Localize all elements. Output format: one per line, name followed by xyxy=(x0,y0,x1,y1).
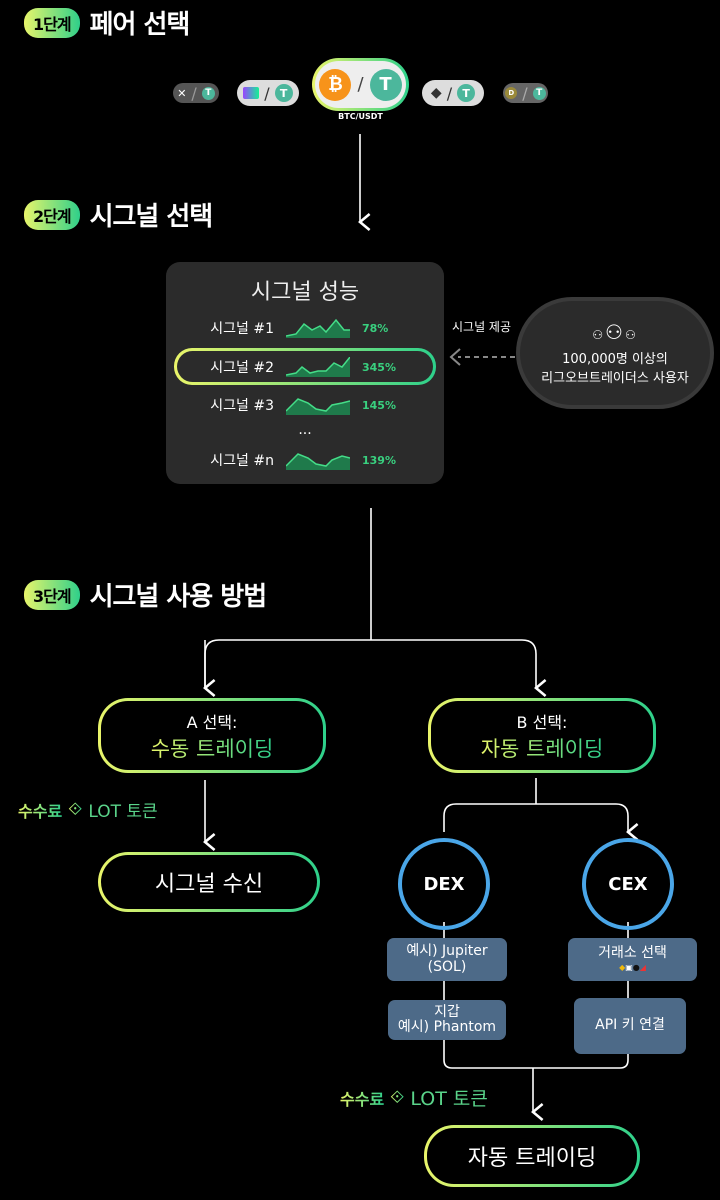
ellipsis: ... xyxy=(298,422,312,438)
pair-btc-usdt-selected[interactable]: ₿/T xyxy=(312,58,409,111)
sparkline xyxy=(286,318,350,338)
users-bubble: ⚇⚇⚇ 100,000명 이상의 리그오브트레이더스 사용자 xyxy=(516,297,714,409)
fee-label: 수수료 xyxy=(18,798,62,822)
step-title: 페어 선택 xyxy=(89,10,191,40)
fee-note-auto: 수수료 ⟐ LOT 토큰 xyxy=(340,1084,488,1111)
exchange-select-box: 거래소 선택 ◆▣●◢ xyxy=(568,938,697,981)
users-count: 100,000명 이상의 xyxy=(562,352,668,367)
signal-label: 시그널 #1 xyxy=(210,321,274,337)
option-label: A 선택: xyxy=(186,712,238,732)
users-icon: ⚇⚇⚇ xyxy=(592,320,638,344)
pair-sol-usdt[interactable]: /T xyxy=(237,80,299,106)
pair-doge-usdt[interactable]: D/T xyxy=(503,83,548,103)
dex-example: 예시) Jupiter xyxy=(406,943,488,960)
step-badge: 3단계 xyxy=(24,579,80,610)
cex-label: CEX xyxy=(608,873,648,895)
signal-performance-panel: 시그널 성능 시그널 #1 78% 시그널 #2 345% 시그널 #3 145% .… xyxy=(166,262,444,484)
step-badge: 2단계 xyxy=(24,199,80,230)
pair-label: BTC/USDT xyxy=(338,112,383,121)
sparkline xyxy=(286,453,350,470)
cex-circle: CEX xyxy=(582,838,674,930)
dex-example-box: 예시) Jupiter(SOL) xyxy=(387,938,507,981)
fee-token: LOT 토큰 xyxy=(88,802,158,822)
option-title: 자동 트레이딩 xyxy=(481,733,604,763)
lot-token-icon: ⟐ xyxy=(68,799,83,820)
exchange-select-label: 거래소 선택 xyxy=(598,944,667,961)
step-title: 시그널 사용 방법 xyxy=(89,582,268,612)
step3-header: 3단계 시그널 사용 방법 xyxy=(24,576,268,613)
pair-eth-usdt[interactable]: ◆/T xyxy=(422,80,484,106)
step-title: 시그널 선택 xyxy=(89,202,214,232)
doge-icon: D xyxy=(505,87,518,99)
signal-label: 시그널 #n xyxy=(210,453,274,469)
signal-row[interactable]: 시그널 #2 345% xyxy=(166,349,444,385)
xrp-icon: ✕ xyxy=(177,86,187,100)
sparkline xyxy=(286,398,350,415)
signal-row[interactable]: 시그널 #1 78% xyxy=(166,310,444,346)
exchange-logos-icon: ◆▣●◢ xyxy=(619,963,646,973)
signal-row[interactable]: 시그널 #n 139% xyxy=(166,442,444,478)
usdt-icon: T xyxy=(274,84,293,102)
option-label: B 선택: xyxy=(516,712,568,732)
usdt-icon: T xyxy=(457,84,476,102)
lot-token-icon: ⟐ xyxy=(390,1087,405,1108)
step1-header: 1단계 페어 선택 xyxy=(24,4,191,41)
provide-label: 시그널 제공 xyxy=(452,320,512,334)
wallet-label: 지갑 xyxy=(434,1003,460,1020)
api-key-box: API 키 연결 xyxy=(574,998,686,1054)
fee-note: 수수료 ⟐ LOT 토큰 xyxy=(18,797,158,822)
wallet-example: 예시) Phantom xyxy=(397,1019,497,1035)
option-title: 수동 트레이딩 xyxy=(151,733,274,763)
option-b-auto[interactable]: B 선택: 자동 트레이딩 xyxy=(428,698,656,773)
btc-icon: ₿ xyxy=(319,68,352,101)
signal-pct: 139% xyxy=(362,453,396,467)
fee-token: LOT 토큰 xyxy=(410,1088,488,1110)
usdt-icon: T xyxy=(369,68,402,101)
receive-label: 시그널 수신 xyxy=(154,872,264,897)
sol-icon xyxy=(243,87,260,99)
panel-title: 시그널 성능 xyxy=(250,280,360,305)
dex-label: DEX xyxy=(423,873,465,895)
signal-pct: 78% xyxy=(362,321,389,335)
fee-label: 수수료 xyxy=(340,1086,384,1110)
usdt-icon: T xyxy=(532,86,546,100)
dex-circle: DEX xyxy=(398,838,490,930)
auto-trading-result: 자동 트레이딩 xyxy=(424,1125,640,1187)
signal-pct: 145% xyxy=(362,398,396,412)
users-source: 리그오브트레이더스 사용자 xyxy=(541,371,689,386)
usdt-icon: T xyxy=(201,86,215,100)
step2-header: 2단계 시그널 선택 xyxy=(24,196,214,233)
signal-row[interactable]: 시그널 #3 145% xyxy=(166,387,444,423)
option-a-manual[interactable]: A 선택: 수동 트레이딩 xyxy=(98,698,326,773)
signal-label: 시그널 #3 xyxy=(210,398,274,414)
dex-example-chain: (SOL) xyxy=(427,958,467,975)
signal-receive: 시그널 수신 xyxy=(98,852,320,912)
pair-xrp-usdt[interactable]: ✕/T xyxy=(173,83,219,103)
signal-label: 시그널 #2 xyxy=(210,360,274,376)
api-key-label: API 키 연결 xyxy=(595,1017,665,1034)
sparkline xyxy=(286,357,350,377)
eth-icon: ◆ xyxy=(430,85,442,101)
signal-pct: 345% xyxy=(362,360,396,374)
auto-trading-label: 자동 트레이딩 xyxy=(467,1146,597,1171)
step-badge: 1단계 xyxy=(24,7,80,38)
